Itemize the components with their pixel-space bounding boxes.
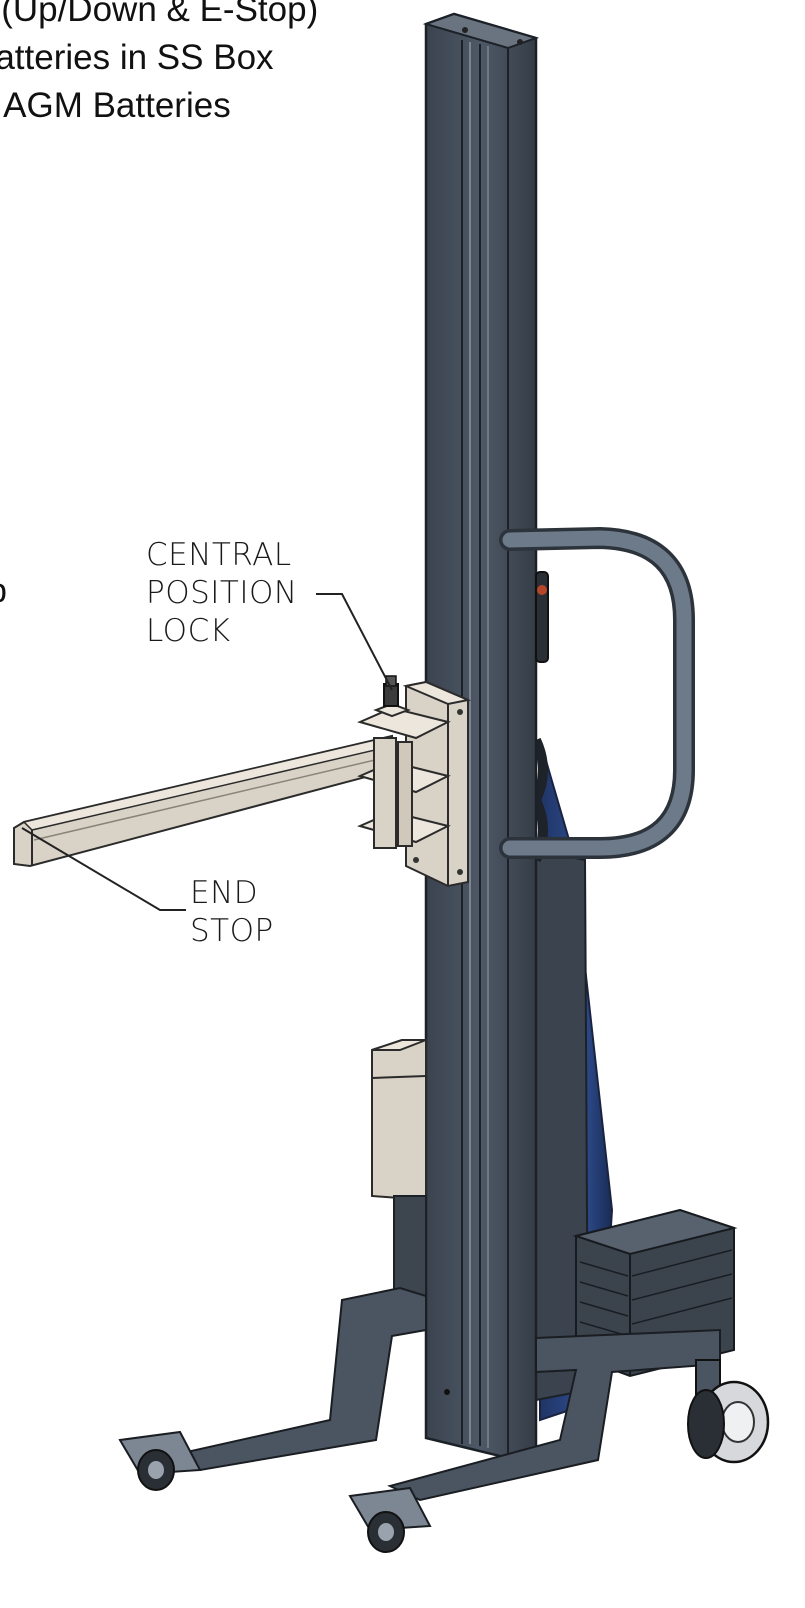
- leader-lines: [21, 593, 393, 911]
- callout-line: LOCK: [146, 613, 231, 649]
- feature-list: e (Up/Down & E-Stop) Batteries in SS Box…: [0, 0, 318, 130]
- callout-line: CENTRAL: [146, 537, 292, 573]
- rear-caster: [687, 1359, 770, 1464]
- feature-line: Batteries in SS Box: [0, 38, 274, 77]
- boom-arm: [13, 734, 393, 868]
- front-right-caster: [367, 1511, 405, 1553]
- central-position-lock: [373, 675, 411, 718]
- end-stop-callout: END STOP: [190, 874, 274, 950]
- central-position-lock-callout: CENTRAL POSITION LOCK: [146, 536, 298, 650]
- callout-line: END: [190, 875, 259, 911]
- callout-line: POSITION: [146, 575, 298, 611]
- feature-line: e (Up/Down & E-Stop): [0, 0, 319, 29]
- chassis-base: [118, 1286, 721, 1532]
- feature-line: & AGM Batteries: [0, 86, 231, 125]
- push-handle: [499, 526, 695, 859]
- boom-clamps: [357, 706, 451, 849]
- control-pendant: [535, 571, 549, 663]
- battery-box: [371, 1039, 427, 1297]
- callout-line: STOP: [190, 913, 274, 949]
- front-left-caster: [137, 1449, 175, 1491]
- clipped-text-fragment: b: [0, 572, 7, 611]
